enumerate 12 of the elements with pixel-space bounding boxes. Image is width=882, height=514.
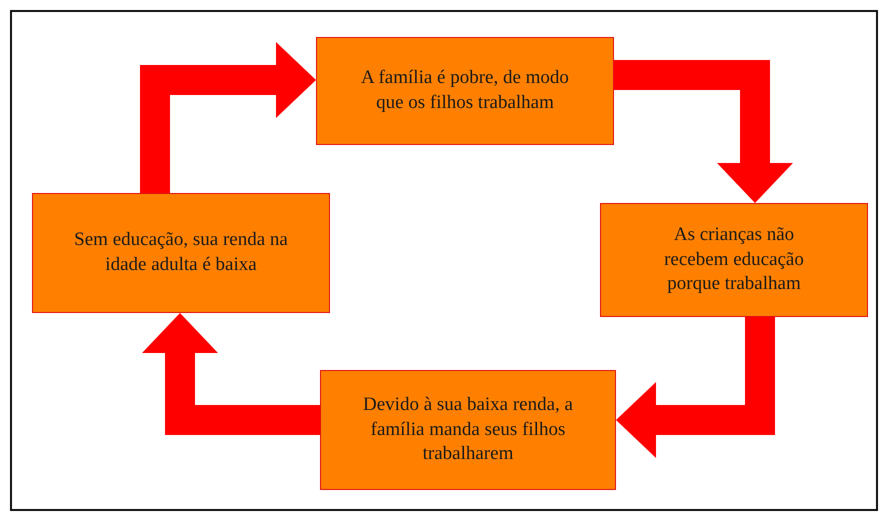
process-box bbox=[32, 193, 330, 313]
box-text: Sem educação, sua renda na idade adulta é baixa bbox=[73, 228, 289, 277]
box-text: Devido à sua baixa renda, a família manda seus filhos trabalharem bbox=[362, 392, 574, 466]
box-text: A família é pobre, de modo que os filhos trabalham bbox=[360, 66, 570, 115]
process-box bbox=[316, 37, 614, 145]
box-text: As crianças não recebem educação porque trabalham bbox=[663, 222, 805, 296]
arrow bbox=[140, 42, 316, 193]
arrow bbox=[142, 313, 320, 435]
process-box bbox=[320, 370, 616, 490]
process-box bbox=[600, 203, 868, 317]
arrow bbox=[616, 317, 775, 458]
arrow bbox=[614, 60, 793, 203]
